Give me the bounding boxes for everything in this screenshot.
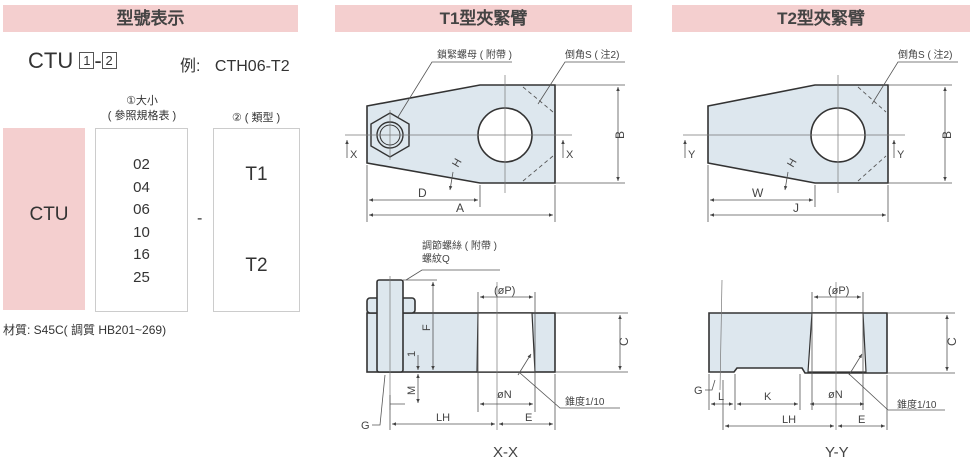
type-box: T1 T2 [213, 128, 300, 312]
example: 例: CTH06-T2 [180, 52, 290, 76]
size-header-line1: ①大小 [126, 95, 158, 107]
separator: - [197, 210, 203, 227]
section-mark-y: Y [897, 149, 905, 161]
chamfer-label: 倒角S ( 注2) [898, 48, 952, 61]
lock-nut-label: 鎖緊螺母 ( 附帶 ) [437, 48, 512, 61]
example-label: 例: [180, 58, 201, 75]
section-title: X-X [493, 444, 518, 461]
tapered-hole [476, 312, 536, 373]
dim-w: W [752, 186, 764, 200]
size-option: 16 [133, 246, 150, 263]
material-note: 材質: S45C( 調質 HB201~269) [3, 323, 167, 337]
t1-top-view: 鎖緊螺母 ( 附帶 ) 倒角S ( 注2) B A D H X X [345, 48, 627, 222]
dim-c: C [617, 337, 631, 346]
dim-e: E [525, 412, 532, 424]
dim-g: G [694, 385, 703, 397]
dim-p: (øP) [494, 285, 515, 297]
tapered-hole [807, 312, 867, 373]
taper-label: 錐度1/10 [565, 395, 605, 408]
thread-label: 螺紋Q [422, 252, 450, 265]
size-header-line2: ( 參照規格表 ) [107, 110, 177, 122]
section-mark-x: X [350, 149, 358, 161]
dim-e: E [858, 414, 865, 426]
screw-leader [405, 269, 500, 281]
size-option: 02 [133, 156, 150, 173]
dim-p: (øP) [828, 285, 849, 297]
x-x-section: 調節螺絲 ( 附帶 ) 螺紋Q (øP) øN C F M 1 G LH E 錐… [361, 239, 631, 461]
type-option: T2 [245, 255, 268, 276]
t2-top-view: 倒角S ( 注2) B J W H Y Y [683, 48, 958, 222]
chamfer-leader [537, 61, 625, 105]
size-list: 02 04 06 10 16 25 [96, 154, 187, 289]
size-option: 06 [133, 201, 150, 218]
model-code: CTU 1-2 [28, 48, 117, 74]
dim-g: G [361, 420, 370, 432]
size-option: 10 [133, 223, 150, 241]
section-title: Y-Y [825, 444, 849, 461]
size-header: ①大小 ( 參照規格表 ) [96, 94, 188, 124]
series-box: CTU [3, 128, 85, 310]
model-designation-header: 型號表示 [3, 5, 298, 32]
adjust-screw-label: 調節螺絲 ( 附帶 ) [422, 239, 497, 252]
size-box: 02 04 06 10 16 25 [95, 128, 188, 312]
section-mark-x: X [566, 149, 574, 161]
y-y-section: (øP) øN C G L K LH E 錐度1/10 Y-Y [694, 279, 959, 461]
dim-n: øN [497, 389, 512, 401]
code-prefix: CTU [28, 48, 74, 73]
code-slot-2: 2 [101, 52, 117, 69]
size-option: 25 [133, 268, 150, 286]
dim-m: M [406, 386, 418, 395]
taper-leader [519, 372, 620, 409]
type-option: T1 [245, 164, 268, 185]
dim-lh: LH [782, 414, 796, 426]
code-dash: - [94, 48, 102, 73]
dim-1: 1 [406, 351, 418, 357]
dim-k: K [764, 391, 772, 403]
dim-d: D [418, 186, 427, 200]
dim-lh: LH [436, 412, 450, 424]
lock-nut-leader [397, 61, 512, 118]
dim-l: L [718, 391, 724, 403]
example-value: CTH06-T2 [214, 58, 290, 75]
dim-f: F [421, 324, 433, 331]
taper-label: 錐度1/10 [897, 398, 937, 411]
type-header: ② ( 類型 ) [231, 112, 281, 124]
series-label: CTU [29, 204, 69, 225]
code-slot-1: 1 [79, 52, 95, 69]
dim-b: B [613, 131, 627, 139]
chamfer-label: 倒角S ( 注2) [565, 48, 619, 61]
dim-c: C [945, 337, 959, 346]
dim-j: J [793, 201, 799, 215]
size-option: 04 [133, 178, 150, 196]
dim-n: øN [828, 389, 843, 401]
dim-b: B [940, 131, 954, 139]
t2-header: T2型夾緊臂 [672, 5, 970, 32]
t1-header: T1型夾緊臂 [335, 5, 632, 32]
section-mark-y: Y [688, 149, 696, 161]
dim-a: A [456, 201, 464, 215]
